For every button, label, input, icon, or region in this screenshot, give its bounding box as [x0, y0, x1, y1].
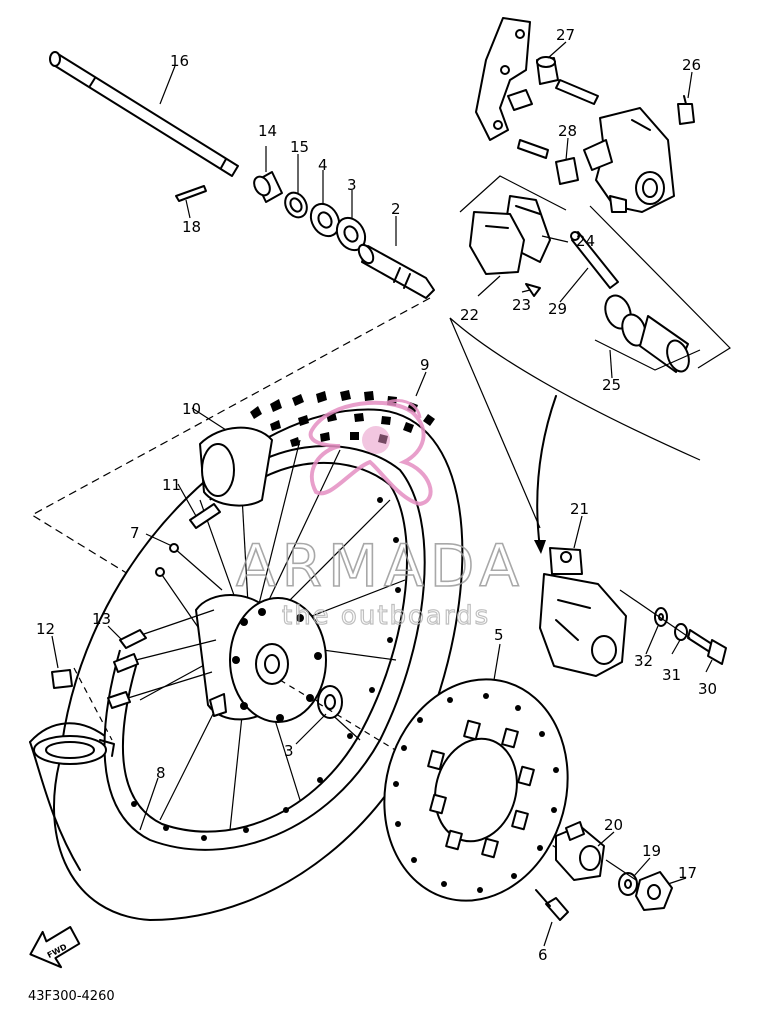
- brake-pads: [469, 211, 525, 275]
- bearing-lower: [335, 216, 367, 252]
- label-part-27: 27: [556, 26, 575, 44]
- label-part-21: 21: [570, 500, 589, 518]
- valve-cap: [51, 669, 73, 689]
- boot-upper: [536, 56, 559, 85]
- label-part-4: 4: [318, 156, 328, 174]
- bleed-screw: [677, 95, 695, 125]
- watermark-logo-icon: [308, 399, 433, 507]
- label-part-22: 22: [460, 306, 479, 324]
- brake-disc: [383, 678, 569, 902]
- label-part-20: 20: [604, 816, 623, 834]
- hub: [195, 594, 327, 723]
- axle-nut: [635, 871, 673, 911]
- label-part-32: 32: [634, 652, 653, 670]
- label-part-3-upper: 3: [347, 176, 357, 194]
- gear-ring: [33, 735, 115, 765]
- oil-seal: [284, 191, 308, 219]
- label-part-29: 29: [548, 300, 567, 318]
- washer-32: [654, 607, 668, 627]
- guide-pin-upper: [555, 79, 599, 105]
- label-part-15: 15: [290, 138, 309, 156]
- spoke-set: [155, 543, 223, 631]
- label-part-9: 9: [420, 356, 430, 374]
- spoke-nipples: [107, 609, 217, 709]
- label-part-26: 26: [682, 56, 701, 74]
- label-part-23: 23: [512, 296, 531, 314]
- part-number-labels: 16 14 15 4 3 2 18 27 26 28 24 22 23 29 2…: [36, 26, 717, 964]
- tube: [199, 426, 273, 507]
- label-part-31: 31: [662, 666, 681, 684]
- piston-seal-kit: [604, 294, 690, 373]
- watermark-tagline: the outboards: [282, 601, 490, 631]
- label-part-8: 8: [156, 764, 166, 782]
- bearing-upper: [309, 202, 341, 238]
- label-part-30: 30: [698, 680, 717, 698]
- label-part-3-lower: 3: [284, 742, 294, 760]
- label-part-13: 13: [92, 610, 111, 628]
- watermark-brand: ARMADA: [236, 532, 525, 600]
- caliper-body-upper: [583, 107, 675, 213]
- collar: [253, 171, 283, 203]
- label-part-11: 11: [162, 476, 181, 494]
- label-part-12: 12: [36, 620, 55, 638]
- cotter-pin: [175, 185, 207, 202]
- label-part-5: 5: [494, 626, 504, 644]
- front-axle: [49, 51, 239, 177]
- label-part-10: 10: [182, 400, 201, 418]
- meter-gear-unit: [555, 821, 605, 881]
- watermark: ARMADA the outboards: [235, 399, 525, 632]
- rim-band: [189, 503, 221, 529]
- label-part-18: 18: [182, 218, 201, 236]
- disc-bolt: [535, 889, 569, 921]
- fwd-arrow-icon: FWD: [29, 926, 81, 969]
- label-part-6: 6: [538, 946, 548, 964]
- label-part-19: 19: [642, 842, 661, 860]
- axle-washer: [618, 872, 638, 896]
- label-part-24: 24: [576, 232, 595, 250]
- leader-lines: [51, 41, 713, 947]
- label-part-7: 7: [130, 524, 140, 542]
- guide-pin-lower: [517, 139, 579, 185]
- label-part-17: 17: [678, 864, 697, 882]
- pad-pin: [570, 231, 619, 289]
- label-part-14: 14: [258, 122, 277, 140]
- label-part-2: 2: [391, 200, 401, 218]
- diagram-code: 43F300-4260: [28, 989, 115, 1004]
- caliper-bolt-30: [687, 629, 727, 665]
- label-part-28: 28: [558, 122, 577, 140]
- label-part-16: 16: [170, 52, 189, 70]
- caliper-lower: [539, 547, 627, 677]
- label-part-25: 25: [602, 376, 621, 394]
- caliper-bracket: [475, 17, 533, 141]
- hub-bearing: [317, 685, 343, 719]
- spacer: [357, 243, 435, 299]
